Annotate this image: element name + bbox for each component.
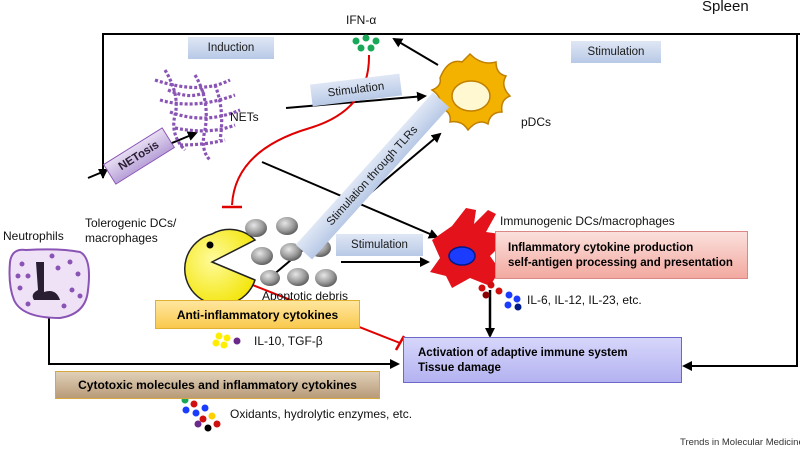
immunogenic-dc-cell [430, 208, 500, 288]
inflammatory-line1: Inflammatory cytokine production [508, 241, 694, 254]
spleen-title: Spleen [702, 0, 749, 15]
outer-loop-right [404, 33, 798, 371]
pdcs-label: pDCs [521, 115, 552, 129]
macrophages-label: macrophages [85, 231, 158, 245]
cytotoxic-box: Cytotoxic molecules and inflammatory cyt… [55, 371, 380, 399]
anti-inflammatory-box: Anti-inflammatory cytokines [155, 300, 360, 329]
oxidants-label: Oxidants, hydrolytic enzymes, etc. [230, 407, 413, 421]
nets-graphic [154, 69, 241, 162]
ifn-label: IFN-α [346, 13, 377, 27]
ifn-dots [352, 34, 380, 52]
il6-label: IL-6, IL-12, IL-23, etc. [527, 293, 642, 307]
neutrophils-label: Neutrophils [3, 229, 64, 243]
adaptive-line2: Tissue damage [418, 361, 501, 374]
neutrophil-to-adaptive-arrow [48, 315, 400, 369]
pdc-cell [430, 52, 512, 132]
inflammatory-line2: self-antigen processing and presentation [508, 256, 733, 269]
tolerogenic-dc-pacman [184, 228, 257, 306]
stimulation-right-box: Stimulation [336, 234, 423, 256]
inflammatory-box: Inflammatory cytokine production self-an… [495, 231, 748, 279]
oxidant-dots [181, 396, 221, 432]
adaptive-line1: Activation of adaptive immune system [418, 346, 628, 359]
apoptotic-label: Apoptotic debris [262, 289, 349, 303]
nets-label: NETs [230, 110, 259, 124]
il10-label: IL-10, TGF-β [254, 334, 323, 348]
footer-label: Trends in Molecular Medicine [680, 437, 800, 448]
nets-to-pdc-arrow [285, 91, 427, 109]
neutrophil-cell [8, 248, 90, 320]
stimulation-top-box: Stimulation [571, 41, 661, 63]
induction-box: Induction [188, 37, 274, 59]
tolerogenic-label: Tolerogenic DCs/ [85, 216, 177, 230]
immunogenic-label: Immunogenic DCs/macrophages [500, 214, 675, 228]
ifn-inhibition-line [231, 54, 371, 206]
adaptive-box: Activation of adaptive immune system Tis… [403, 337, 682, 383]
pdc-to-ifn-arrow [392, 37, 439, 66]
il10-dots [212, 332, 241, 349]
il6-dots [478, 281, 522, 311]
